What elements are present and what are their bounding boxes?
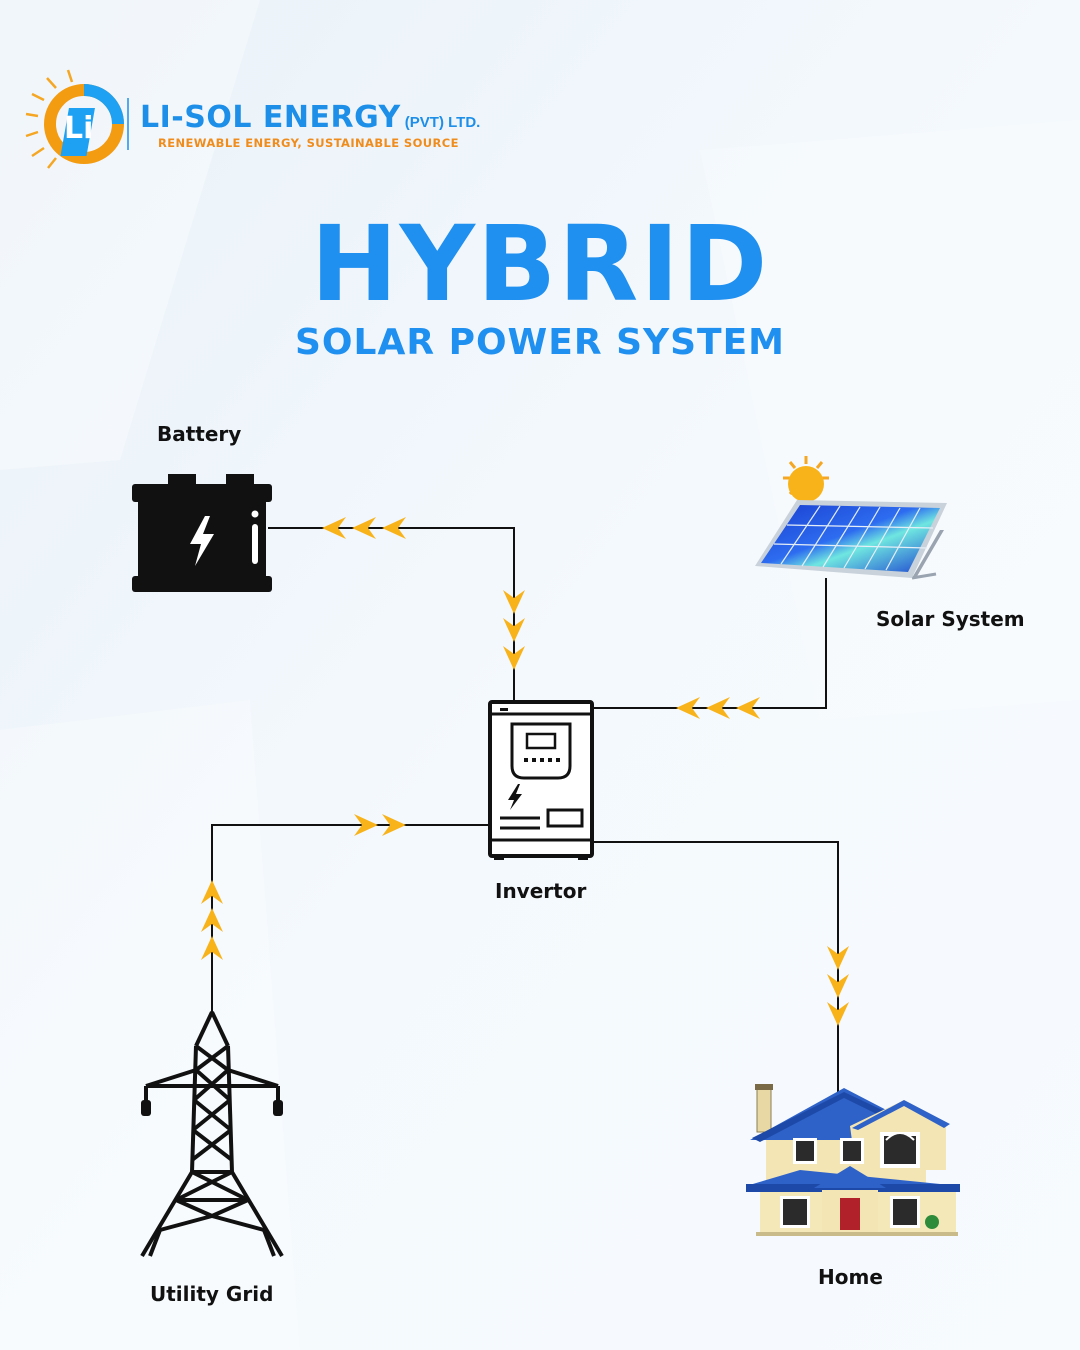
- sun-icon: [783, 456, 829, 502]
- label-utility-grid: Utility Grid: [150, 1282, 274, 1306]
- line-battery-inverter: [268, 527, 515, 704]
- arrows-to-battery: [322, 517, 406, 539]
- page-title: HYBRID: [310, 203, 770, 325]
- utility-tower-icon: [140, 1011, 284, 1258]
- battery-icon: [132, 474, 272, 592]
- arrows-grid-to-inverter: [354, 814, 406, 836]
- label-solar-system: Solar System: [876, 607, 1025, 631]
- house-icon: [746, 1084, 960, 1236]
- brand-suffix: (PVT) LTD.: [404, 114, 481, 131]
- page-subtitle: SOLAR POWER SYSTEM: [294, 322, 786, 363]
- arrows-grid-up: [201, 880, 223, 960]
- line-grid-inverter: [211, 824, 490, 1012]
- arrows-battery-to-inverter: [503, 590, 525, 670]
- label-battery: Battery: [157, 422, 242, 446]
- arrows-to-home: [827, 946, 849, 1026]
- inverter-icon: [488, 700, 594, 860]
- brand-tagline: RENEWABLE ENERGY, SUSTAINABLE SOURCE: [158, 136, 459, 150]
- label-inverter: Invertor: [495, 879, 587, 903]
- line-solar-inverter: [592, 578, 827, 709]
- tower-insulators: [141, 1100, 283, 1116]
- label-home: Home: [818, 1265, 883, 1289]
- line-inverter-home: [592, 841, 839, 1092]
- arrows-solar-to-inverter: [676, 697, 760, 719]
- solar-panel-icon: [755, 456, 947, 580]
- brand-title: LI-SOL ENERGY: [140, 100, 401, 135]
- flow-arrows: [201, 517, 849, 1026]
- brand-name: LI-SOL ENERGY(PVT) LTD.: [140, 100, 480, 135]
